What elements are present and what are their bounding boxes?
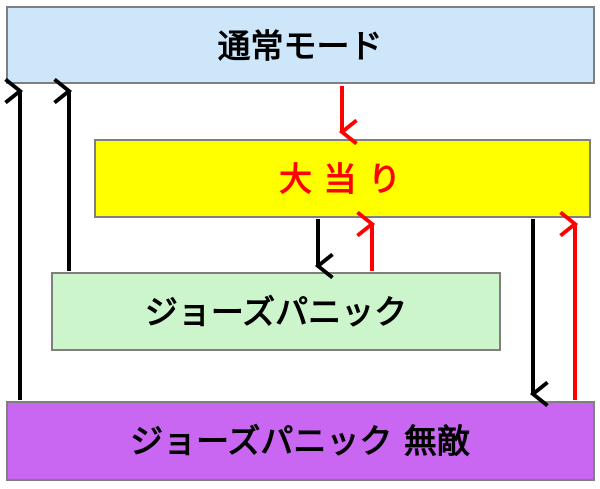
state-normal-mode-box bbox=[6, 6, 595, 84]
state-jackpot-box bbox=[94, 139, 591, 218]
state-normal-mode-label: 通常モード bbox=[218, 27, 383, 66]
state-jaws-panic-invincible: ジョーズパニック 無敵 bbox=[6, 401, 595, 481]
state-jaws-panic-invincible-box bbox=[6, 401, 595, 481]
state-jaws-panic-invincible-label: ジョーズパニック 無敵 bbox=[130, 422, 471, 461]
state-normal-mode: 通常モード bbox=[6, 6, 595, 84]
state-jaws-panic: ジョーズパニック bbox=[51, 272, 501, 351]
state-jaws-panic-label: ジョーズパニック bbox=[145, 293, 407, 332]
state-jackpot: 大 当 り bbox=[94, 139, 591, 218]
state-jaws-panic-box bbox=[51, 272, 501, 351]
state-jackpot-label: 大 当 り bbox=[279, 160, 401, 199]
